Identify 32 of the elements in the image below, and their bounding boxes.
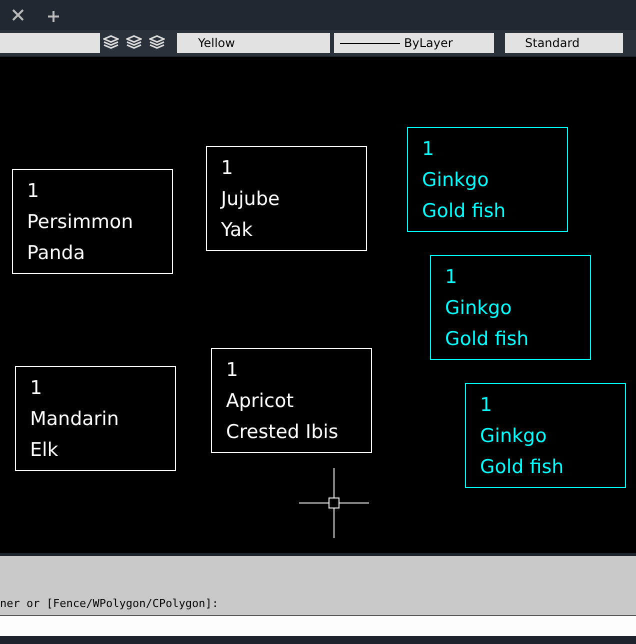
- attribute-text: 1: [445, 265, 458, 290]
- attribute-block: [12, 169, 173, 274]
- attribute-text: Apricot: [226, 389, 295, 414]
- color-dropdown: Yellow: [177, 33, 330, 53]
- attribute-text: 1: [422, 137, 436, 162]
- attribute-block: [206, 146, 367, 251]
- attribute-text: Ginkgo: [422, 168, 490, 193]
- attribute-text: Jujube: [221, 187, 281, 212]
- attribute-text: Ginkgo: [480, 424, 548, 449]
- attribute-text: Gold fish: [445, 327, 530, 352]
- attribute-block: [430, 255, 591, 360]
- attribute-text: Panda: [27, 241, 86, 266]
- attribute-text: Ginkgo: [445, 296, 513, 321]
- attribute-text: Elk: [30, 438, 60, 463]
- attribute-text: Persimmon: [27, 210, 134, 235]
- attribute-text: Yak: [221, 218, 254, 243]
- attribute-block: [465, 383, 626, 488]
- attribute-text: 1: [226, 358, 240, 383]
- attribute-text: Crested Ibis: [226, 420, 340, 445]
- attribute-text: Mandarin: [30, 407, 120, 432]
- attribute-text: 1: [221, 156, 234, 181]
- attribute-text: Gold fish: [422, 199, 507, 224]
- attribute-text: Gold fish: [480, 455, 565, 480]
- attribute-block: [15, 366, 176, 471]
- command-prompt: ner or [Fence/WPolygon/CPolygon]:: [0, 597, 219, 610]
- attribute-block: [407, 127, 568, 232]
- attribute-text: 1: [480, 393, 494, 418]
- linetype-dropdown: ByLayer: [334, 33, 494, 53]
- attribute-text: 1: [27, 179, 40, 204]
- style-dropdown: Standard: [505, 33, 623, 53]
- attribute-block: [211, 348, 372, 453]
- attribute-text: 1: [30, 376, 44, 401]
